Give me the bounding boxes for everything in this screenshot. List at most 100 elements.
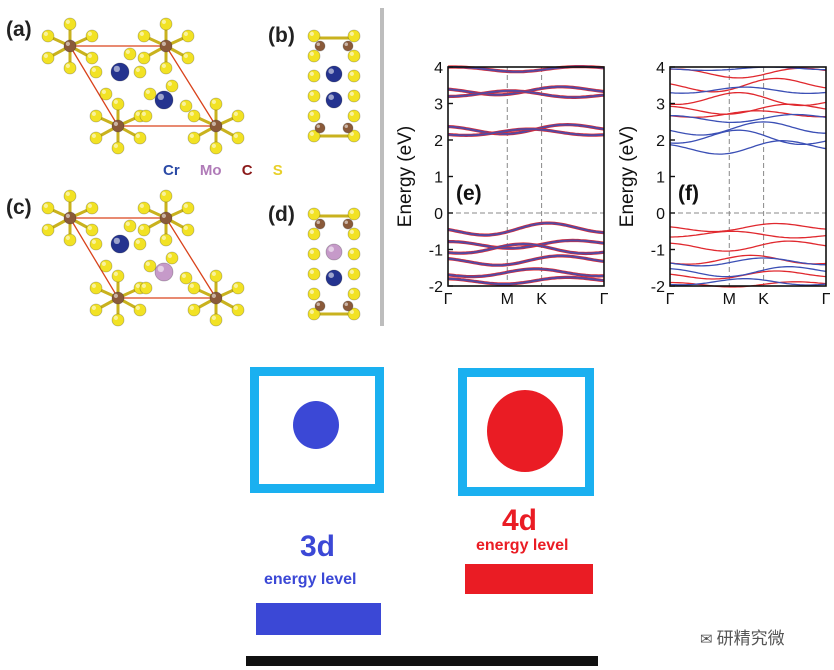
band-spin-up — [669, 140, 827, 155]
level-3d-number: 3d — [300, 530, 336, 563]
sulfur-atom — [231, 303, 245, 317]
y-tick-label: -1 — [651, 243, 665, 260]
band-spin-up — [669, 86, 827, 95]
x-tick-label: K — [758, 291, 769, 308]
carbon-atom — [111, 119, 125, 133]
carbon-atom — [342, 218, 354, 230]
band-spin-up — [669, 257, 827, 267]
sulfur-atom — [181, 29, 195, 43]
cr-atom — [110, 62, 130, 82]
sulfur-atom — [307, 267, 321, 281]
sulfur-atom — [347, 287, 361, 301]
sulfur-atom — [307, 287, 321, 301]
sulfur-atom — [41, 29, 55, 43]
band-spin-down — [669, 91, 827, 107]
element-legend: Cr Mo C S — [163, 162, 299, 179]
level-4d-label: energy level — [476, 537, 569, 554]
sulfur-atom — [63, 189, 77, 203]
carbon-atom — [314, 40, 326, 52]
level-4d-bar — [465, 564, 593, 594]
band-spin-up — [447, 254, 605, 267]
sulfur-atom — [347, 89, 361, 103]
y-tick-label: 4 — [434, 60, 443, 77]
sulfur-atom — [231, 131, 245, 145]
panel-label-b: (b) — [268, 24, 295, 47]
panel-label: (e) — [456, 182, 482, 205]
x-tick-label: M — [501, 291, 514, 308]
watermark-text: 研精究微 — [716, 629, 785, 649]
sulfur-atom — [187, 109, 201, 123]
sulfur-atom — [181, 51, 195, 65]
sulfur-atom — [307, 29, 321, 43]
sulfur-atom — [99, 259, 113, 273]
metal-atom — [325, 243, 343, 261]
y-tick-label: 2 — [656, 133, 665, 150]
x-tick-label: M — [723, 291, 736, 308]
sulfur-atom — [89, 281, 103, 295]
sulfur-atom — [347, 109, 361, 123]
y-tick-label: 1 — [434, 170, 443, 187]
sulfur-atom — [347, 69, 361, 83]
carbon-atom — [209, 119, 223, 133]
sulfur-atom — [85, 223, 99, 237]
panel-label-a: (a) — [6, 18, 32, 41]
metal-atom — [325, 269, 343, 287]
band-spin-up — [669, 121, 826, 136]
sulfur-atom — [231, 281, 245, 295]
sulfur-atom — [307, 49, 321, 63]
sulfur-atom — [137, 201, 151, 215]
y-tick-label: 1 — [656, 170, 665, 187]
sulfur-atom — [89, 65, 103, 79]
sulfur-atom — [347, 29, 361, 43]
sulfur-atom — [111, 269, 125, 283]
carbon-atom — [342, 122, 354, 134]
sulfur-atom — [181, 201, 195, 215]
sulfur-atom — [165, 251, 179, 265]
sulfur-atom — [123, 47, 137, 61]
sulfur-atom — [89, 237, 103, 251]
carbon-atom — [314, 218, 326, 230]
metal-atom — [325, 91, 343, 109]
sulfur-atom — [89, 303, 103, 317]
sulfur-atom — [307, 227, 321, 241]
x-tick-label: Γ — [822, 291, 831, 308]
carbon-atom — [314, 300, 326, 312]
band-spin-up — [447, 89, 605, 99]
sulfur-atom — [347, 227, 361, 241]
sulfur-atom — [111, 97, 125, 111]
sulfur-atom — [159, 61, 173, 75]
sulfur-atom — [209, 141, 223, 155]
sulfur-atom — [159, 189, 173, 203]
legend-mo: Mo — [199, 162, 222, 179]
sulfur-atom — [63, 61, 77, 75]
sulfur-atom — [41, 223, 55, 237]
panel-label-d: (d) — [268, 203, 295, 226]
carbon-atom — [159, 39, 173, 53]
wechat-icon: ✉ — [700, 630, 713, 648]
orbital-frame-4d — [458, 368, 594, 496]
carbon-atom — [314, 122, 326, 134]
y-tick-label: -2 — [429, 279, 443, 296]
cr-atom — [110, 234, 130, 254]
panel-divider — [380, 8, 384, 326]
sulfur-atom — [307, 69, 321, 83]
y-axis-label: Energy (eV) — [395, 126, 416, 227]
sulfur-atom — [133, 237, 147, 251]
sulfur-atom — [307, 207, 321, 221]
mo-atom — [154, 262, 174, 282]
legend-cr: Cr — [163, 162, 180, 179]
panel-label: (f) — [678, 182, 699, 205]
sulfur-atom — [179, 271, 193, 285]
sulfur-atom — [347, 247, 361, 261]
x-tick-label: Γ — [444, 291, 453, 308]
band-spin-up — [669, 129, 827, 146]
sulfur-atom — [307, 89, 321, 103]
bottom-rule — [246, 656, 598, 666]
band-spin-up — [670, 113, 827, 124]
x-tick-label: Γ — [600, 291, 609, 308]
band-spin-up — [447, 239, 605, 250]
carbon-atom — [63, 39, 77, 53]
carbon-atom — [209, 291, 223, 305]
